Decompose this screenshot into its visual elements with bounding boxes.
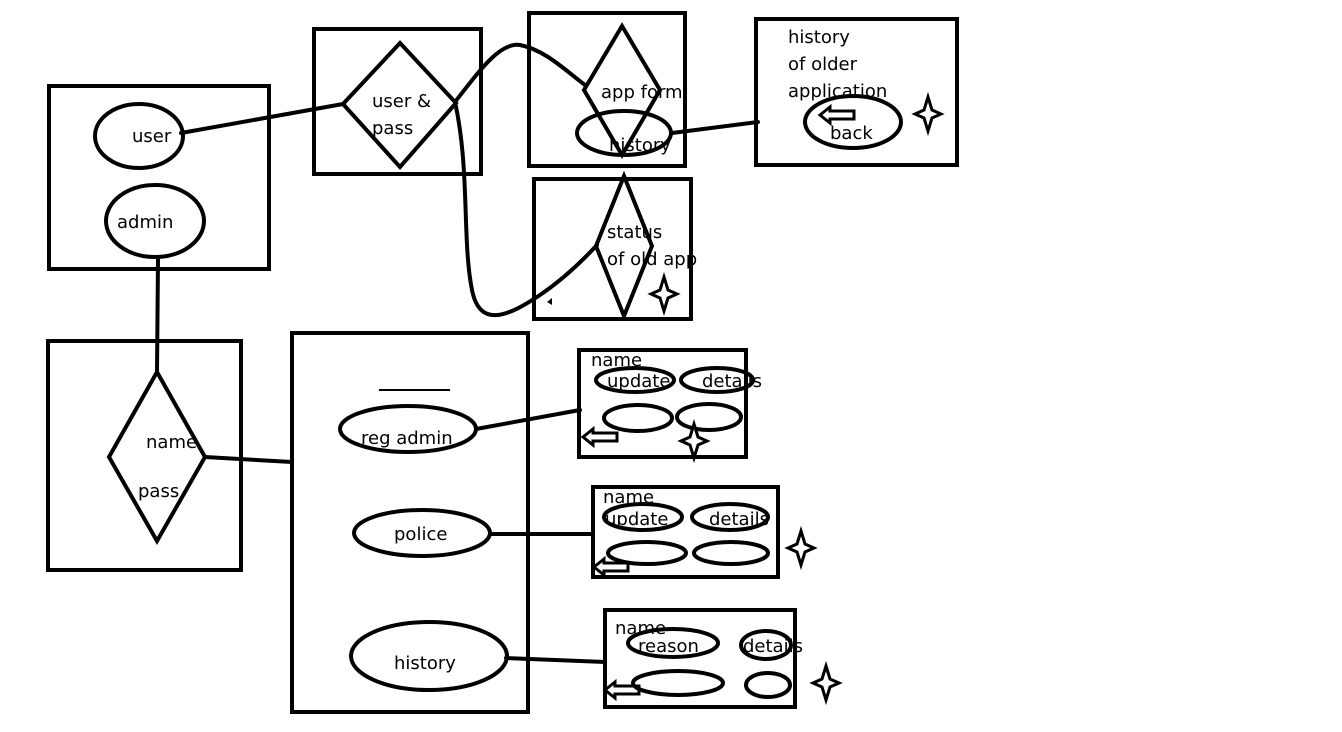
user-login-diamond[interactable] (340, 40, 459, 171)
role-box: user admin (47, 84, 271, 271)
panel2-update-button[interactable] (602, 502, 684, 532)
panel1-field-1[interactable] (602, 403, 674, 433)
history-option[interactable] (575, 109, 673, 157)
panel1-details-button[interactable] (679, 366, 755, 394)
user-label: user (132, 126, 172, 147)
user-home-box: app form history (527, 11, 687, 168)
star-icon (649, 275, 679, 313)
status-label-line1: status (607, 222, 662, 243)
link-admin-login-to-menu (203, 455, 294, 464)
back-arrow-icon (818, 105, 856, 125)
panel2-field-1[interactable] (606, 540, 688, 566)
panel2-update-label: update (605, 509, 668, 530)
admin-menu-box: reg admin police history (290, 331, 530, 714)
panel2-field-2[interactable] (692, 540, 770, 566)
status-diamond[interactable] (593, 170, 655, 322)
police-option[interactable] (352, 508, 492, 558)
admin-history-option[interactable] (349, 620, 509, 692)
panel1-update-button[interactable] (594, 366, 676, 394)
link-admin-to-login (155, 256, 160, 374)
link-login-to-app-form (453, 42, 587, 104)
panel3-name-label: name (615, 618, 666, 639)
panel1-field-2[interactable] (675, 402, 743, 432)
admin-option[interactable] (104, 183, 206, 259)
panel2-details-button[interactable] (690, 502, 770, 532)
panel3-details-button[interactable] (739, 629, 793, 661)
back-label: back (830, 123, 873, 144)
status-box: status of old app (532, 170, 697, 322)
link-user-to-login (179, 102, 345, 135)
user-login-box: user & pass (312, 27, 483, 176)
history-label: history (609, 135, 671, 156)
link-login-to-status (453, 100, 599, 318)
history-panel: name reason details (603, 608, 841, 709)
back-arrow-icon[interactable] (581, 427, 619, 447)
panel1-update-label: update (607, 371, 670, 392)
older-history-box: history of older application back (754, 17, 959, 167)
panel2-details-label: details (709, 509, 769, 530)
panel3-field-2[interactable] (744, 671, 792, 699)
reg-admin-panel: name update details (577, 348, 762, 460)
stray-mark (547, 298, 552, 305)
user-pass-label-line1: user & (372, 91, 431, 112)
app-form-label: app form (601, 82, 683, 103)
older-history-title-line2: of older (788, 54, 858, 75)
police-label: police (394, 524, 447, 545)
panel3-field-1[interactable] (631, 669, 725, 697)
admin-login-box: name pass (46, 339, 243, 572)
panel3-reason-button[interactable] (626, 627, 720, 659)
admin-name-label: name (146, 432, 197, 453)
status-label-line2: of old app (607, 249, 697, 270)
older-history-title-line1: history (788, 27, 850, 48)
admin-label: admin (117, 212, 173, 233)
panel1-name-label: name (591, 350, 642, 371)
star-icon (786, 529, 816, 567)
admin-login-diamond[interactable] (106, 367, 208, 546)
reg-admin-label: reg admin (361, 428, 453, 449)
star-icon (811, 664, 841, 702)
admin-history-label: history (394, 653, 456, 674)
user-option[interactable] (93, 102, 185, 170)
admin-pass-label: pass (138, 481, 179, 502)
back-button[interactable] (803, 94, 903, 150)
user-pass-label-line2: pass (372, 118, 413, 139)
reg-admin-option[interactable] (338, 404, 478, 454)
link-history-to-panel (504, 656, 607, 664)
panel1-details-label: details (702, 371, 762, 392)
panel3-details-label: details (743, 636, 803, 657)
police-panel: name update details (591, 485, 816, 579)
star-icon (913, 95, 943, 133)
panel3-reason-label: reason (638, 636, 699, 657)
